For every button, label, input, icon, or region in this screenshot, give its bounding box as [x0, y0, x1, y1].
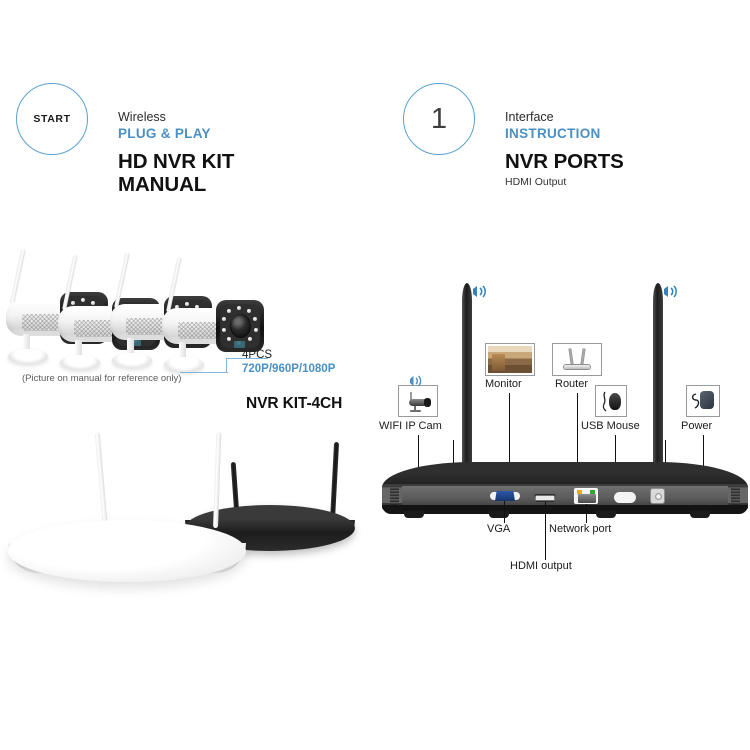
- nvr-antenna-icon: [330, 441, 340, 521]
- camera-mount-arm: [75, 340, 82, 360]
- camera-antenna-icon: [10, 248, 26, 305]
- camera-base: [409, 410, 422, 412]
- ethernet-port: [574, 488, 598, 504]
- nvr-white-top: [8, 520, 246, 582]
- nvr-foot: [596, 511, 616, 518]
- camera-resolution-label: 720P/960P/1080P: [242, 363, 336, 375]
- hdmi-output-label: HDMI output: [510, 560, 572, 572]
- right-accent-line: INSTRUCTION: [505, 126, 601, 141]
- power-jack-hole: [655, 493, 662, 500]
- step-1-number: 1: [430, 102, 448, 135]
- wifi-signal-left-icon: [473, 285, 486, 298]
- hdmi-output-leader-line: [545, 502, 547, 560]
- start-badge-label: START: [33, 113, 71, 125]
- ethernet-led-right: [590, 490, 595, 494]
- monitor-icon: [485, 343, 535, 376]
- right-subtitle: HDMI Output: [505, 176, 567, 188]
- camera-body: [408, 399, 428, 406]
- nvr-antenna-icon: [94, 432, 108, 529]
- monitor-leader-line: [509, 393, 511, 496]
- monitor-label: Monitor: [485, 378, 522, 390]
- nvr-antenna-right-icon: [653, 283, 663, 498]
- left-bracket-vert: [453, 440, 455, 465]
- camera-badge: [234, 341, 245, 348]
- power-cable-icon: [691, 393, 700, 409]
- left-title-line2: MANUAL: [118, 173, 207, 196]
- router-antenna-icon: [569, 348, 574, 364]
- usb-cable-icon: [602, 391, 607, 412]
- left-title-line1: HD NVR KIT: [118, 150, 235, 173]
- network-port-label: Network port: [549, 523, 612, 535]
- wifi-ip-cam-leader-line: [418, 435, 420, 495]
- network-port-leader-line: [586, 504, 588, 523]
- camera-mount: [414, 405, 417, 411]
- left-title-block: HD NVR KIT MANUAL: [118, 150, 234, 196]
- camera-group-image: [0, 248, 300, 378]
- usb-mouse-icon: [595, 385, 627, 417]
- right-heading-block: Interface INSTRUCTION: [505, 110, 601, 142]
- left-heading-block: Wireless PLUG & PLAY: [118, 110, 211, 142]
- nvr-rear-bottom: [382, 505, 748, 514]
- left-panel: START Wireless PLUG & PLAY HD NVR KIT MA…: [0, 83, 355, 582]
- right-title-block: NVR PORTS HDMI Output: [505, 150, 624, 189]
- power-adapter-body: [700, 391, 714, 409]
- right-eyebrow: Interface: [505, 110, 554, 124]
- kit-name-label: NVR KIT-4CH: [246, 395, 343, 412]
- wifi-bullet-camera-4: [162, 256, 274, 374]
- camera-mount-base: [8, 349, 48, 364]
- start-step-badge: START: [16, 83, 88, 155]
- power-jack: [650, 488, 665, 504]
- power-label: Power: [681, 420, 713, 432]
- wifi-ip-cam-icon: [398, 385, 438, 417]
- step-1-badge: 1: [403, 83, 475, 155]
- power-icon: [686, 385, 720, 417]
- usb-port: [614, 492, 636, 503]
- nvr-foot: [489, 511, 509, 518]
- right-panel: 1 Interface INSTRUCTION NVR PORTS HDMI O…: [375, 0, 750, 750]
- wifi-ip-cam-label: WIFI IP Cam: [379, 420, 442, 432]
- monitor-screen: [488, 346, 532, 373]
- wifi-signal-icon: [410, 375, 422, 387]
- left-eyebrow: Wireless: [118, 110, 166, 124]
- vga-leader-line: [504, 501, 506, 523]
- router-antenna-icon: [580, 348, 586, 364]
- camera-mount-arm: [23, 334, 30, 354]
- camera-antenna-icon: [114, 252, 130, 309]
- ethernet-led-left: [577, 490, 582, 494]
- nvr-vent-left: [390, 487, 399, 505]
- router-icon: [552, 343, 602, 376]
- camera-antenna-icon: [62, 254, 78, 311]
- camera-lens: [424, 398, 431, 407]
- mouse-body: [609, 393, 622, 410]
- reference-disclaimer: (Picture on manual for reference only): [22, 373, 182, 384]
- wifi-signal-right-icon: [664, 285, 677, 298]
- camera-antenna-icon: [410, 392, 412, 400]
- camera-mount-arm: [127, 338, 134, 358]
- ethernet-jack: [578, 494, 596, 503]
- vga-label: VGA: [487, 523, 511, 535]
- nvr-foot: [690, 511, 710, 518]
- camera-mount-base: [112, 353, 152, 368]
- camera-lens: [230, 314, 251, 338]
- camera-mount-base: [60, 355, 100, 370]
- vga-port: [490, 491, 520, 501]
- usb-mouse-label: USB Mouse: [581, 420, 640, 432]
- left-accent-line: PLUG & PLAY: [118, 126, 211, 141]
- camera-count-label: 4PCS: [242, 349, 273, 361]
- right-title: NVR PORTS: [505, 150, 624, 173]
- right-bracket-vert: [665, 440, 667, 465]
- router-body: [563, 365, 591, 370]
- router-leader-line: [577, 393, 579, 496]
- camera-mount-arm: [179, 342, 186, 362]
- nvr-vent-right: [731, 487, 740, 505]
- router-label: Router: [555, 378, 589, 390]
- nvr-antenna-left-icon: [462, 283, 472, 498]
- nvr-rear-port-strip: [402, 486, 728, 507]
- camera-antenna-icon: [166, 256, 182, 313]
- camera-badge: [130, 339, 141, 346]
- camera-mount-base: [164, 357, 204, 372]
- hdmi-port: [534, 494, 556, 502]
- vga-port-connector: [495, 491, 515, 501]
- nvr-foot: [404, 511, 424, 518]
